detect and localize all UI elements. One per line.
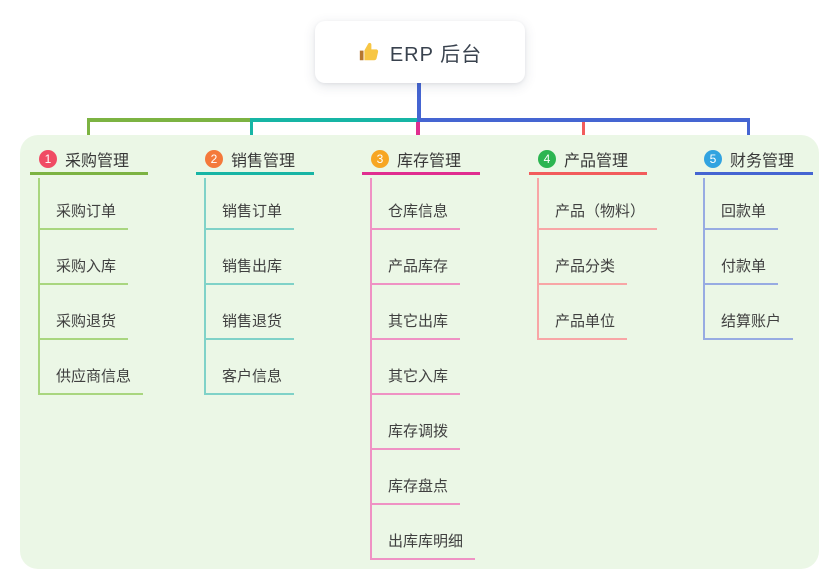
branch-title: 采购管理: [65, 152, 130, 170]
bus-line-sales: [251, 118, 418, 122]
drop-line-finance: [747, 118, 750, 145]
node-item[interactable]: 销售出库: [204, 256, 295, 285]
node-item[interactable]: 采购退货: [38, 311, 129, 340]
node-item[interactable]: 出库库明细: [370, 531, 476, 560]
branch-title: 财务管理: [730, 152, 795, 170]
node-item[interactable]: 供应商信息: [38, 366, 144, 395]
branch-header-sales[interactable]: 2 销售管理: [196, 145, 314, 175]
node-item[interactable]: 库存盘点: [370, 476, 461, 505]
drop-line-product: [582, 122, 585, 145]
branch-header-inventory[interactable]: 3 库存管理: [362, 145, 480, 175]
branch-purchase: 1 采购管理 采购订单 采购入库 采购退货 供应商信息: [30, 145, 200, 395]
thumbs-up-icon: [358, 41, 380, 63]
drop-line-inventory: [416, 122, 420, 145]
node-item[interactable]: 结算账户: [703, 311, 794, 340]
node-item[interactable]: 销售退货: [204, 311, 295, 340]
node-item[interactable]: 采购入库: [38, 256, 129, 285]
branch-title: 产品管理: [564, 152, 629, 170]
branch-number-badge: 1: [39, 149, 57, 168]
branch-child-connector: [204, 178, 206, 395]
drop-line-sales: [250, 118, 253, 145]
bus-line-purchase: [87, 118, 253, 122]
node-item[interactable]: 产品分类: [537, 256, 628, 285]
branch-child-connector: [703, 178, 705, 340]
branch-sales: 2 销售管理 销售订单 销售出库 销售退货 客户信息: [196, 145, 366, 395]
branch-title: 库存管理: [397, 152, 462, 170]
branch-child-connector: [370, 178, 372, 560]
branch-number-badge: 3: [371, 149, 389, 168]
branch-inventory: 3 库存管理 仓库信息 产品库存 其它出库 其它入库 库存调拨 库存盘点 出库库…: [362, 145, 532, 560]
branch-child-connector: [537, 178, 539, 340]
node-item[interactable]: 产品单位: [537, 311, 628, 340]
drop-line-purchase: [87, 118, 90, 145]
node-item[interactable]: 其它出库: [370, 311, 461, 340]
node-item[interactable]: 回款单: [703, 201, 779, 230]
root-connector-line: [417, 83, 421, 122]
bus-line-right: [417, 118, 750, 122]
node-item[interactable]: 销售订单: [204, 201, 295, 230]
node-item[interactable]: 仓库信息: [370, 201, 461, 230]
branches-background-panel: [20, 135, 819, 569]
branch-number-badge: 4: [538, 149, 556, 168]
branch-header-purchase[interactable]: 1 采购管理: [30, 145, 148, 175]
node-item[interactable]: 库存调拨: [370, 421, 461, 450]
root-node[interactable]: ERP 后台: [315, 21, 525, 83]
branch-number-badge: 5: [704, 149, 722, 168]
branch-header-product[interactable]: 4 产品管理: [529, 145, 647, 175]
branch-product: 4 产品管理 产品（物料） 产品分类 产品单位: [529, 145, 699, 340]
root-title: ERP 后台: [389, 43, 483, 66]
node-item[interactable]: 付款单: [703, 256, 779, 285]
node-item[interactable]: 采购订单: [38, 201, 129, 230]
branch-number-badge: 2: [205, 149, 223, 168]
branch-header-finance[interactable]: 5 财务管理: [695, 145, 813, 175]
node-item[interactable]: 产品库存: [370, 256, 461, 285]
node-item[interactable]: 客户信息: [204, 366, 295, 395]
branch-finance: 5 财务管理 回款单 付款单 结算账户: [695, 145, 839, 340]
branch-child-connector: [38, 178, 40, 395]
node-item[interactable]: 产品（物料）: [537, 201, 658, 230]
node-item[interactable]: 其它入库: [370, 366, 461, 395]
branch-title: 销售管理: [231, 152, 296, 170]
